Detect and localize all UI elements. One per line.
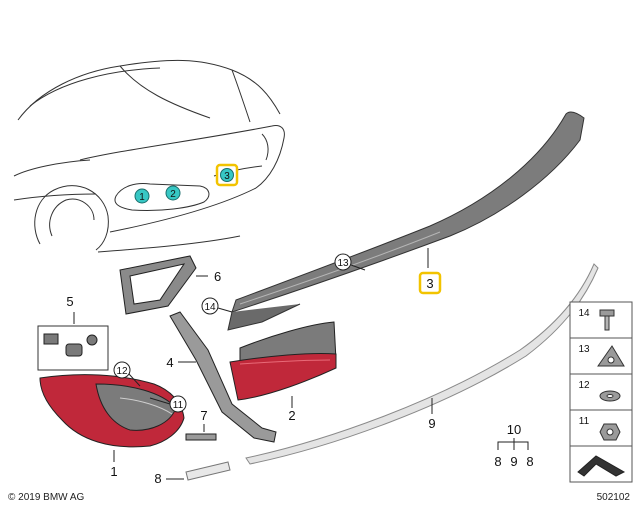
legend-label-14: 14 — [578, 308, 590, 319]
part-8-strip[interactable] — [185, 461, 231, 481]
legend-label-13: 13 — [578, 344, 590, 355]
callout-3[interactable]: 3 — [426, 276, 433, 291]
callout-13-circle — [334, 253, 352, 271]
callout-10[interactable]: 10 — [507, 422, 521, 437]
copyright-text: © 2019 BMW AG — [8, 492, 85, 503]
screw-icon — [599, 309, 615, 331]
callout-12[interactable]: 12 — [116, 366, 128, 377]
part-9-light-strip[interactable] — [245, 263, 599, 465]
legend: 14 13 12 11 — [569, 301, 633, 483]
part-4-bracket[interactable] — [169, 311, 277, 443]
callout-6[interactable]: 6 — [214, 269, 221, 284]
part-6-gasket[interactable] — [119, 255, 197, 315]
vehicle-marker-1-label: 1 — [139, 192, 145, 203]
callout-7[interactable]: 7 — [200, 408, 207, 423]
hex-nut-icon — [599, 423, 621, 441]
part-5-seal-c[interactable] — [86, 334, 98, 346]
part-5-seal-a[interactable] — [43, 333, 59, 345]
part-1-outer-lamp[interactable] — [39, 374, 185, 448]
callout-13[interactable]: 13 — [337, 258, 349, 269]
callout-14[interactable]: 14 — [204, 302, 216, 313]
part-2-inner-lamp[interactable] — [229, 321, 337, 401]
callout-11[interactable]: 11 — [173, 400, 184, 411]
vehicle-marker-3-label: 3 — [224, 171, 230, 182]
callout-10-sub-9[interactable]: 9 — [510, 454, 517, 469]
vehicle-marker-2[interactable]: 2 — [165, 185, 181, 201]
vehicle-marker-1[interactable]: 1 — [134, 188, 150, 204]
legend-row-11[interactable] — [569, 409, 633, 447]
vehicle-marker-3[interactable]: 3 — [215, 163, 239, 187]
legend-row-14[interactable] — [569, 301, 633, 339]
seal-strip-icon — [577, 455, 626, 477]
legend-row-12[interactable] — [569, 373, 633, 411]
callout-10-sub-8b[interactable]: 8 — [526, 454, 533, 469]
callout-5[interactable]: 5 — [66, 294, 73, 309]
clip-nut-icon — [597, 345, 625, 367]
callout-8[interactable]: 8 — [154, 471, 161, 486]
callout-2[interactable]: 2 — [288, 408, 295, 423]
legend-label-12: 12 — [578, 380, 590, 391]
washer-icon — [599, 390, 621, 402]
callout-12-circle — [113, 361, 131, 379]
vehicle-sketch — [13, 59, 285, 253]
legend-label-11: 11 — [579, 416, 590, 427]
callout-14-circle — [201, 297, 219, 315]
callout-9[interactable]: 9 — [428, 416, 435, 431]
part-5-seal-b[interactable] — [65, 343, 83, 357]
callout-1[interactable]: 1 — [110, 464, 117, 479]
callout-10-sub-8a[interactable]: 8 — [494, 454, 501, 469]
part-3-trim-strip[interactable] — [227, 111, 585, 331]
diagram-number: 502102 — [597, 492, 631, 503]
part-3-highlight-box — [418, 271, 442, 295]
callout-4[interactable]: 4 — [166, 355, 173, 370]
vehicle-marker-2-label: 2 — [170, 189, 176, 200]
part-7-bracket[interactable] — [185, 433, 217, 441]
